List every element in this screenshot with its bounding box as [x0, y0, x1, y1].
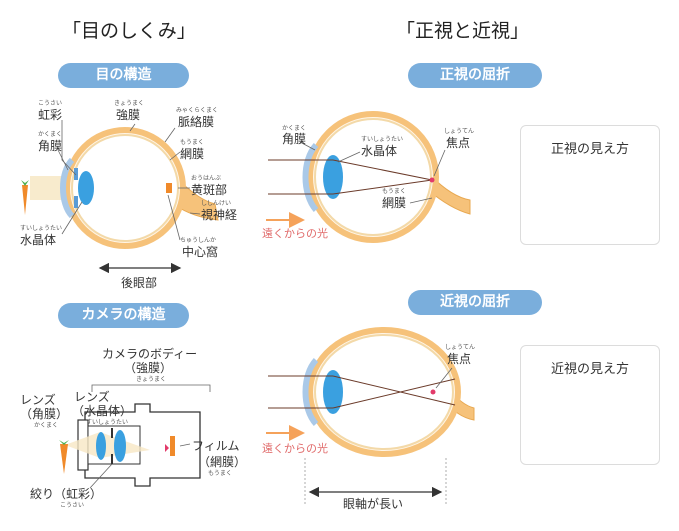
- cornea-ruby: かくまく: [38, 131, 63, 138]
- retina-ruby: もうまく: [180, 139, 204, 146]
- fovea-ruby: ちゅうしんか: [180, 237, 217, 244]
- camera-body: [84, 403, 201, 487]
- lens1-ruby: かくまく: [34, 422, 59, 429]
- camera-lens-1: [96, 432, 106, 460]
- eye-structure-pill: 目の構造: [58, 63, 189, 88]
- myopia-refraction-pill: 近視の屈折: [408, 290, 542, 315]
- emmetropia-myopia-title: 「正視と近視」: [396, 20, 530, 42]
- cornea-shape: [60, 157, 75, 219]
- emm-cornea-ruby: かくまく: [282, 125, 307, 132]
- camera-body-label: カメラのボディー: [102, 347, 198, 361]
- iris-ruby: こうさい: [38, 100, 63, 107]
- lens1-label: レンズ: [20, 393, 56, 407]
- camera-structure-pill: カメラの構造: [58, 303, 189, 328]
- axial-length-label: 眼軸が長い: [343, 497, 404, 511]
- film-ruby: もうまく: [208, 470, 232, 477]
- macula-label: 黄斑部: [191, 183, 228, 197]
- camera-drawing: [59, 384, 211, 489]
- emm-cornea-label: 角膜: [282, 132, 307, 146]
- myo-focus-ruby: しょうてん: [445, 344, 476, 351]
- fovea-label: 中心窩: [182, 245, 219, 259]
- lens2-ruby: すいしょうたい: [86, 419, 129, 426]
- emmetropia-focus-point: [429, 177, 435, 183]
- emm-retina-ruby: もうまく: [382, 188, 406, 195]
- choroid-ruby: みゃくらくまく: [176, 107, 219, 114]
- macula-marker: [166, 183, 172, 193]
- sclera-ruby: きょうまく: [114, 100, 145, 107]
- emmetropia-refraction-pill: 正視の屈折: [408, 63, 542, 88]
- iris-upper: [74, 168, 78, 180]
- aperture-label: 絞り（虹彩）: [30, 487, 103, 501]
- emm-focus-label: 焦点: [446, 136, 471, 150]
- choroid-label: 脈絡膜: [178, 115, 215, 129]
- myo-focus-label: 焦点: [447, 352, 472, 366]
- lens2-sub: （水晶体）: [72, 404, 133, 418]
- aperture-ruby: こうさい: [60, 502, 85, 509]
- posterior-segment-label: 後眼部: [121, 276, 158, 290]
- emmetropia-eye-drawing: [266, 111, 471, 243]
- eye-anatomy-drawing: [21, 120, 219, 274]
- film-label: フィルム: [192, 439, 240, 453]
- macula-ruby: おうはんぶ: [191, 175, 222, 182]
- emm-lens-ruby: すいしょうたい: [361, 136, 404, 143]
- iris-label: 虹彩: [38, 108, 63, 122]
- carrot-leaves: [21, 180, 29, 186]
- camera-body-ruby: きょうまく: [136, 376, 167, 383]
- retina-label: 網膜: [180, 147, 205, 161]
- myo-light-label: 遠くからの光: [262, 442, 328, 455]
- myopia-focus-point: [430, 389, 436, 395]
- camera-body-sub: （強膜）: [124, 361, 173, 375]
- camera-lens-2: [114, 430, 126, 462]
- film-sub: （網膜）: [198, 455, 247, 469]
- lens2-label: レンズ: [74, 390, 110, 404]
- myopia-view-card: 近視の見え方: [520, 345, 660, 465]
- film-plane: [170, 436, 175, 456]
- optic-nerve-ruby: ししんけい: [201, 200, 232, 207]
- carrot-object: [22, 185, 28, 215]
- lens1-sub: （角膜）: [20, 407, 69, 421]
- emmetropia-lens: [323, 155, 343, 199]
- iris-lower: [74, 196, 78, 208]
- sclera-label: 強膜: [116, 108, 141, 122]
- myopia-view-title: 近視の見え方: [550, 362, 629, 377]
- emmetropia-view-title: 正視の見え方: [550, 142, 629, 157]
- emm-focus-ruby: しょうてん: [444, 128, 475, 135]
- emm-light-label: 遠くからの光: [262, 227, 328, 240]
- myopia-eye-drawing: [266, 327, 475, 505]
- optic-nerve-label: 視神経: [201, 208, 238, 222]
- emmetropia-view-card: 正視の見え方: [520, 125, 660, 245]
- emm-retina-label: 網膜: [382, 196, 407, 210]
- myopia-lens: [323, 370, 343, 414]
- emm-lens-label: 水晶体: [361, 144, 398, 158]
- eye-lens-shape: [78, 171, 94, 205]
- lens-ruby: すいしょうたい: [20, 225, 63, 232]
- cornea-label: 角膜: [38, 139, 63, 153]
- lens-label: 水晶体: [20, 233, 57, 247]
- eye-structure-title: 「目のしくみ」: [62, 20, 196, 42]
- camera-carrot: [60, 444, 68, 474]
